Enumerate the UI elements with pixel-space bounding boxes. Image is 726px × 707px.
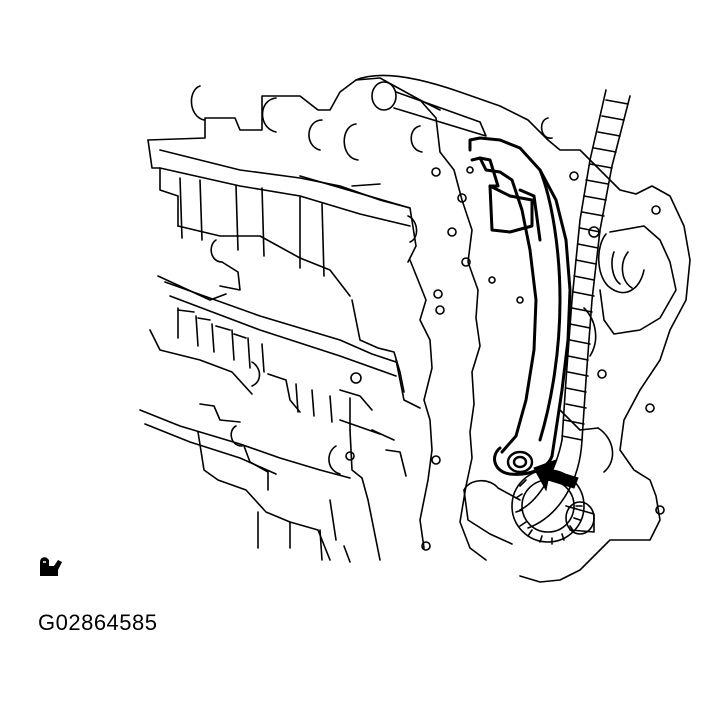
pump-housing [560, 226, 676, 472]
figure-id-label: G02864585 [38, 610, 158, 635]
torque-wrench-icon [40, 557, 62, 576]
slipper-pivot-bolt [508, 452, 532, 472]
block-bores [191, 82, 552, 262]
cylinder-block [140, 78, 440, 562]
block-ribs [330, 390, 394, 540]
chain-tensioner-slipper [470, 138, 570, 474]
timing-case [329, 76, 690, 582]
callout-arrow-icon [533, 459, 579, 492]
